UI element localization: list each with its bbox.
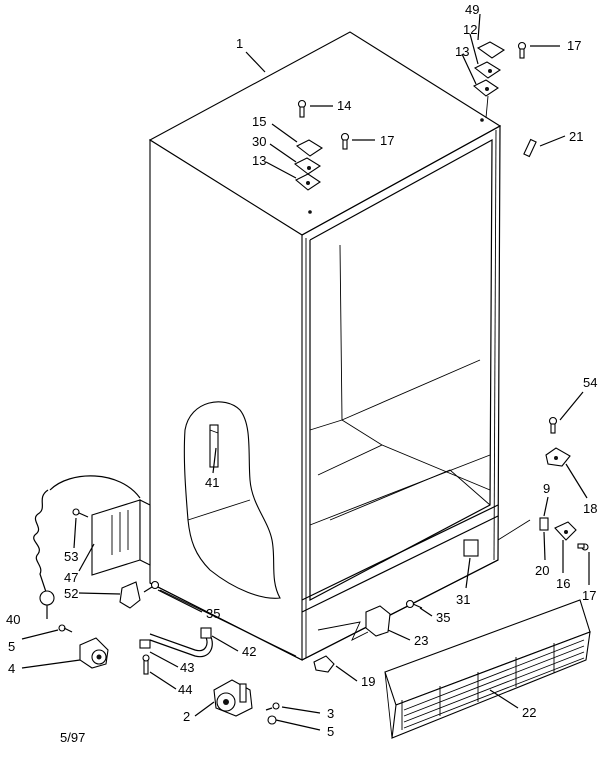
label-screw-3: 3 xyxy=(327,706,334,721)
clip-52 xyxy=(119,580,160,609)
electrical-box xyxy=(72,499,151,576)
label-bracket-9: 9 xyxy=(543,481,550,496)
label-hinge-middle: 15 xyxy=(252,114,266,129)
label-screw-17-bottom: 17 xyxy=(582,588,596,603)
label-bracket-23: 23 xyxy=(414,633,428,648)
label-bracket-16: 16 xyxy=(556,576,570,591)
label-cabinet: 1 xyxy=(236,36,243,51)
label-plug-21: 21 xyxy=(569,129,583,144)
roller-assembly-left xyxy=(58,624,109,669)
screw-35-right xyxy=(405,599,423,609)
label-hinge-shim-middle: 13 xyxy=(252,153,266,168)
drain-tube xyxy=(149,627,213,658)
clip-43 xyxy=(139,639,151,675)
label-power-cord: 40 xyxy=(6,612,20,627)
label-roller-left: 4 xyxy=(8,661,15,676)
label-hinge-bottom: 18 xyxy=(583,501,597,516)
middle-hinge-assembly xyxy=(293,99,350,191)
footer-date: 5/97 xyxy=(60,730,85,745)
label-clip-31: 31 xyxy=(456,592,470,607)
clip-19 xyxy=(313,655,335,673)
label-spacer-20: 20 xyxy=(535,563,549,578)
leveling-roller xyxy=(213,679,280,725)
bottom-hinge-assembly xyxy=(497,416,589,551)
label-toe-grille: 22 xyxy=(522,705,536,720)
cabinet xyxy=(148,31,502,661)
bracket-23 xyxy=(317,605,391,641)
label-screw-5-bottom: 5 xyxy=(327,724,334,739)
label-screw-53: 53 xyxy=(64,549,78,564)
label-leveling-roller: 2 xyxy=(183,709,190,724)
label-screw-17-middle: 17 xyxy=(380,133,394,148)
label-clip-43: 43 xyxy=(180,660,194,675)
label-screw-44: 44 xyxy=(178,682,192,697)
label-clip-19: 19 xyxy=(361,674,375,689)
label-insulation-41: 41 xyxy=(205,475,219,490)
part-labels: 1 49 12 13 17 14 15 30 13 17 21 41 54 18… xyxy=(6,2,597,745)
label-screw-35-left: 35 xyxy=(206,606,220,621)
toe-grille xyxy=(384,599,591,739)
label-screw-54: 54 xyxy=(583,375,597,390)
label-hinge-pin-top: 12 xyxy=(463,22,477,37)
plug-21 xyxy=(523,138,537,158)
label-clip-52: 52 xyxy=(64,586,78,601)
label-screw-35-right: 35 xyxy=(436,610,450,625)
label-hinge-shim-top: 13 xyxy=(455,44,469,59)
insulation-cutaway xyxy=(183,401,281,599)
label-screw-17-top: 17 xyxy=(567,38,581,53)
label-hinge-pin-middle: 30 xyxy=(252,134,266,149)
label-drain-tube: 42 xyxy=(242,644,256,659)
label-screw-5-top: 5 xyxy=(8,639,15,654)
leader-lines xyxy=(21,13,590,731)
top-hinge-assembly xyxy=(473,41,527,119)
label-electrical-box: 47 xyxy=(64,570,78,585)
clip-31 xyxy=(463,539,479,557)
label-screw-14: 14 xyxy=(337,98,351,113)
label-hinge-top: 49 xyxy=(465,2,479,17)
